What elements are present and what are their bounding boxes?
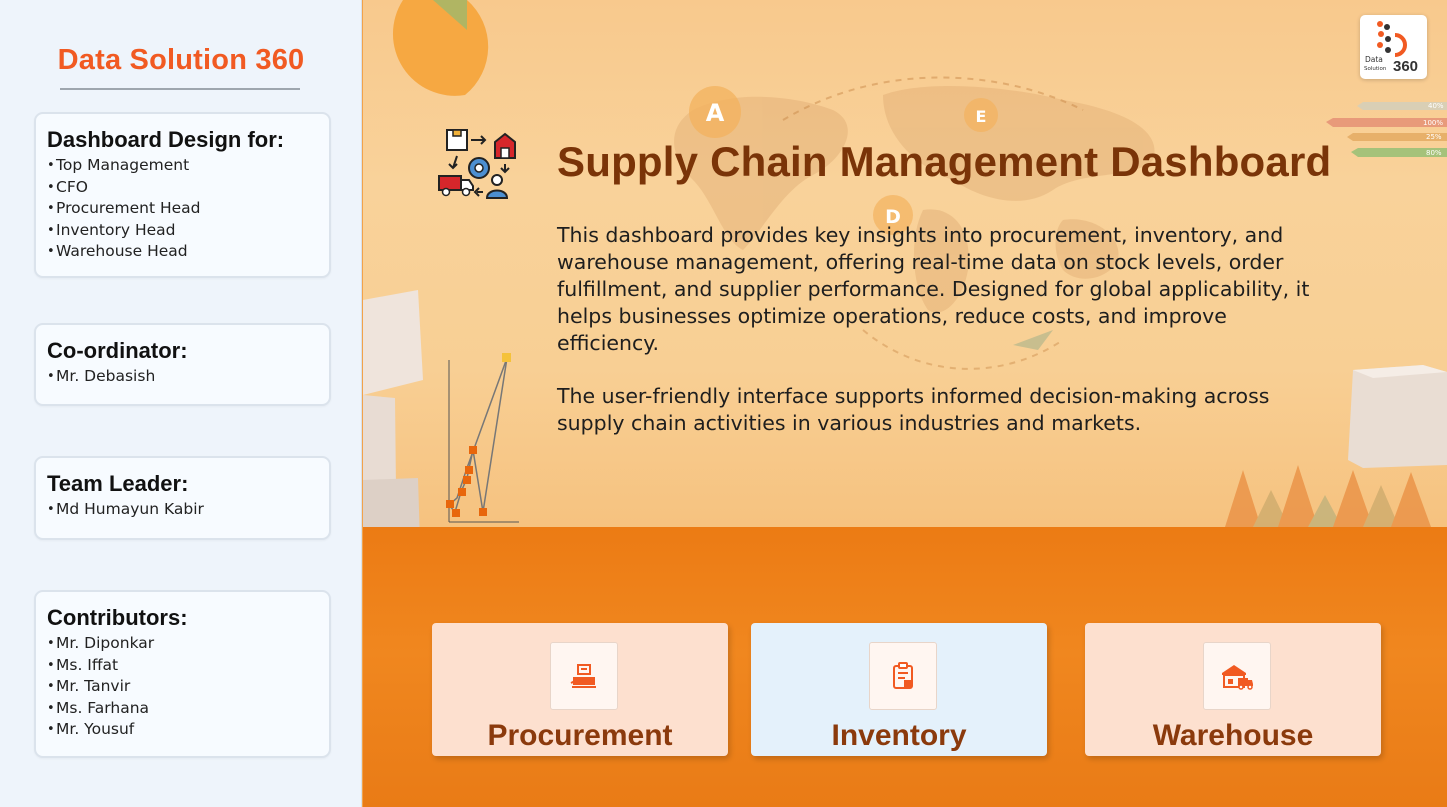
marker-d: D [885, 206, 901, 228]
svg-text:25%: 25% [1426, 133, 1442, 141]
warehouse-label: Warehouse [1152, 719, 1314, 752]
list-item: Top Management [47, 155, 319, 177]
list-item: Mr. Debasish [47, 366, 319, 388]
description-paragraph-1: This dashboard provides key insights int… [557, 223, 1310, 355]
card-dashboard-design: Dashboard Design for: Top Management CFO… [34, 112, 331, 278]
box-decoration-right [1348, 365, 1447, 468]
list-item: Ms. Farhana [47, 698, 319, 720]
svg-text:Data: Data [1365, 55, 1383, 64]
location-markers: A E D [689, 86, 998, 235]
svg-text:Solution: Solution [1364, 66, 1387, 72]
list-item: Mr. Diponkar [47, 633, 319, 655]
hero-background: A E D 40% 100% 25% 80% [363, 0, 1447, 527]
svg-text:40%: 40% [1428, 102, 1444, 110]
procurement-icon [550, 642, 618, 710]
card-heading: Co-ordinator: [47, 338, 188, 363]
logo-icon: Data Solution 360 [1364, 21, 1418, 75]
svg-text:100%: 100% [1423, 119, 1443, 127]
supply-chain-cycle-icon [438, 129, 516, 199]
list-item: Mr. Tanvir [47, 676, 319, 698]
contributors-list: Mr. Diponkar Ms. Iffat Mr. Tanvir Ms. Fa… [47, 633, 319, 741]
card-heading: Team Leader: [47, 471, 189, 496]
brand-divider [60, 88, 300, 90]
pie-chart-decoration [392, 0, 489, 96]
list-item: Warehouse Head [47, 241, 319, 263]
list-item: Ms. Iffat [47, 655, 319, 677]
boxes-decoration-left [363, 290, 423, 527]
list-item: Procurement Head [47, 198, 319, 220]
card-heading: Dashboard Design for: [47, 127, 285, 152]
sidebar: Data Solution 360 Dashboard Design for: … [0, 0, 362, 807]
card-coordinator: Co-ordinator: Mr. Debasish [34, 323, 331, 406]
list-item: Mr. Yousuf [47, 719, 319, 741]
brand-title: Data Solution 360 [57, 44, 305, 76]
list-item: Inventory Head [47, 220, 319, 242]
svg-text:360: 360 [1393, 58, 1418, 75]
hero-decoration: A E D 40% 100% 25% 80% [363, 0, 1447, 527]
inventory-clipboard-icon [869, 642, 937, 710]
inventory-label: Inventory [831, 719, 967, 752]
marker-e: E [976, 107, 987, 126]
card-heading: Contributors: [47, 605, 188, 630]
brand-logo: Data Solution 360 [1360, 15, 1427, 79]
card-team-leader: Team Leader: Md Humayun Kabir [34, 456, 331, 540]
procurement-button[interactable]: Procurement [432, 623, 728, 756]
card-contributors: Contributors: Mr. Diponkar Ms. Iffat Mr.… [34, 590, 331, 758]
list-item: CFO [47, 177, 319, 199]
marker-a: A [706, 99, 725, 127]
procurement-label: Procurement [487, 719, 673, 752]
list-item: Md Humayun Kabir [47, 499, 319, 521]
page-title: Supply Chain Management Dashboard [557, 138, 1332, 185]
inventory-button[interactable]: Inventory [751, 623, 1047, 756]
warehouse-button[interactable]: Warehouse [1085, 623, 1381, 756]
warehouse-truck-icon [1203, 642, 1271, 710]
team-leader-list: Md Humayun Kabir [47, 499, 319, 521]
audience-list: Top Management CFO Procurement Head Inve… [47, 155, 319, 263]
description-paragraph-2: The user-friendly interface supports inf… [557, 384, 1270, 435]
mini-line-chart-decoration [446, 353, 519, 523]
triangle-chart-decoration [1225, 465, 1431, 527]
svg-text:80%: 80% [1426, 149, 1442, 157]
arrow-bars-decoration: 40% 100% 25% 80% [1326, 102, 1447, 157]
coordinator-list: Mr. Debasish [47, 366, 319, 388]
